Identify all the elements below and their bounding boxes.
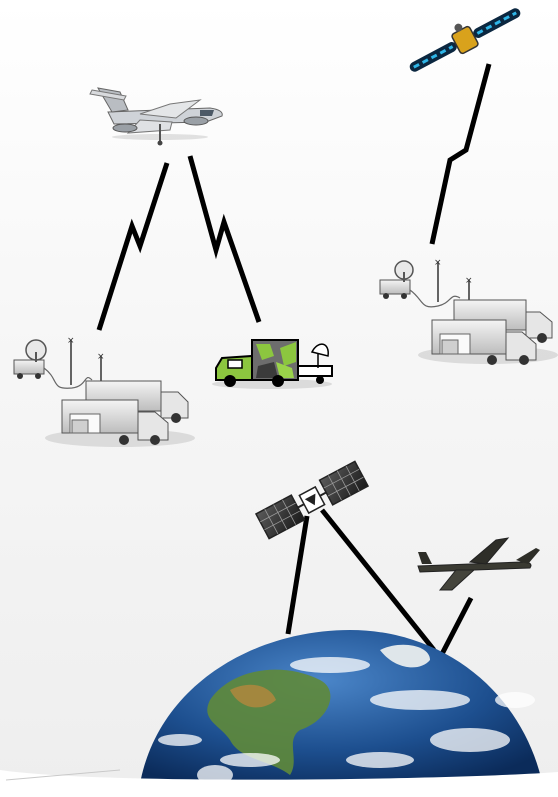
link-uav-to-earth [442,598,471,654]
link-aircraft-to-vehicle [190,156,259,322]
recon-aircraft [90,88,222,146]
aircraft-icon [90,88,222,146]
high-altitude-aircraft [418,538,540,590]
ground-station-icon: × × [14,336,195,447]
comm-satellite-top [402,0,525,79]
tactical-vehicle [212,340,332,389]
link-satellite-to-right-station [432,64,489,244]
link-relay-satellite-to-earth-b [322,510,434,650]
ground-station-left: × × [14,336,195,447]
relay-satellite-bottom [256,461,368,538]
svg-text:×: × [97,352,105,362]
earth [0,630,558,797]
svg-text:×: × [434,258,442,268]
ground-station-right: × × [380,258,558,365]
truck-icon [212,340,332,389]
aircraft-icon [418,538,540,590]
earth-globe-icon [0,630,558,797]
link-aircraft-to-left-station [99,163,167,330]
satellite-icon [402,0,525,79]
link-relay-satellite-to-earth-a [288,516,307,634]
svg-text:×: × [465,276,473,286]
svg-text:×: × [67,336,75,346]
satellite-icon [256,461,368,538]
ground-station-icon: × × [380,258,558,365]
